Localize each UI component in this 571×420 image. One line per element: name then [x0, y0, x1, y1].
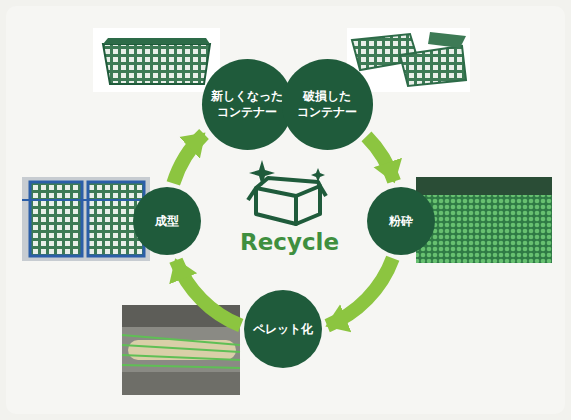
step-label: 破損した コンテナー	[288, 88, 366, 120]
cycle-arrow	[176, 260, 241, 325]
panel	[6, 6, 565, 414]
granules-photo	[416, 177, 552, 263]
box-icon	[248, 178, 326, 224]
process-circle: 新しくなった コンテナー	[202, 59, 293, 150]
cycle-arrow	[367, 136, 395, 181]
step-label: 粉砕	[389, 213, 413, 229]
sparkle	[249, 160, 275, 186]
new-container-photo	[93, 28, 220, 92]
process-circle: 破損した コンテナー	[282, 59, 373, 150]
process-circle: 粉砕	[367, 187, 435, 255]
sparkle	[311, 168, 325, 182]
step-label: 新しくなった コンテナー	[208, 88, 286, 120]
center-title: Recycle	[240, 229, 339, 255]
molding-cage-photo	[22, 177, 150, 261]
process-circle: 成型	[133, 187, 201, 255]
cycle-arrow	[327, 258, 393, 325]
step-label: ペレット化	[253, 321, 313, 337]
cycle-arrow	[173, 134, 204, 183]
process-circle: ペレット化	[244, 290, 322, 368]
step-label: 成型	[155, 213, 179, 229]
